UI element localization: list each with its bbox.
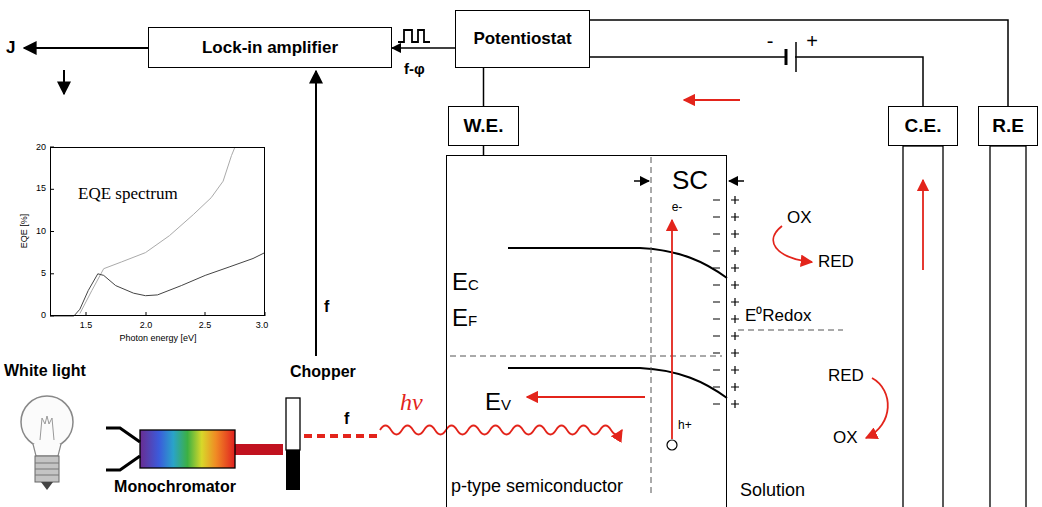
part-label: Chopper: [290, 363, 356, 381]
signal-name: J: [6, 38, 15, 58]
hole-arrow: [527, 396, 645, 398]
monochromator-inlet: [106, 428, 140, 470]
axis-title: Photon energy [eV]: [119, 333, 196, 343]
tick-label: 15: [36, 183, 46, 193]
species-label: RED: [818, 252, 854, 272]
electrode-terminal: R.E: [978, 106, 1038, 146]
battery-symbol: [785, 49, 788, 65]
fermi-level: [450, 356, 722, 357]
frequency-label: f: [324, 298, 329, 316]
level-label: EF: [452, 304, 477, 332]
light-bulb: [40, 416, 54, 440]
electrode-terminal: C.E.: [888, 106, 958, 146]
tick-label: 1.5: [80, 320, 93, 330]
edge-label: f-φ: [404, 60, 425, 77]
chart-frame: EQE spectrum: [50, 147, 265, 316]
level-label: EC: [452, 268, 479, 296]
width-arrow: [729, 180, 744, 182]
eqe-curve: [80, 147, 235, 314]
tick-label: 0: [41, 310, 46, 320]
reduction-arrow: [773, 226, 812, 262]
wire: [483, 146, 485, 155]
light-bulb: [41, 482, 53, 490]
negative-charges: [713, 200, 720, 404]
monochromator: [140, 430, 235, 468]
species-label: OX: [833, 428, 858, 448]
node-text: R.E: [992, 115, 1024, 137]
light-bulb: [21, 396, 73, 448]
positive-charges: [731, 196, 739, 408]
conduction-band: [508, 248, 727, 278]
valence-band: [508, 368, 727, 398]
polarity-sign: -: [767, 30, 774, 53]
eqe-chart: [50, 147, 265, 316]
axis-title: EQE [%]: [19, 214, 29, 249]
output-arrow: [24, 47, 148, 49]
carrier-label: e-: [672, 200, 683, 214]
photon-wave: [380, 426, 622, 435]
light-bulb: [35, 456, 59, 482]
tick-label: 2.0: [140, 320, 153, 330]
species-label: RED: [828, 366, 864, 386]
carrier-label: h+: [678, 418, 692, 432]
polarity-sign: +: [806, 30, 818, 53]
eqe-curve: [50, 253, 265, 316]
part-label: Monochromator: [114, 478, 236, 496]
battery-symbol: [795, 42, 797, 72]
node-text: Potentiostat: [473, 29, 571, 49]
region-label: Solution: [740, 480, 805, 501]
redox-level: [738, 330, 843, 331]
instrument-box: Lock-in amplifier: [148, 27, 392, 68]
light-beam: [235, 444, 283, 455]
wire: [590, 20, 1008, 106]
counter-electrode: [903, 146, 943, 507]
battery-symbol: [786, 42, 796, 72]
oxidation-arrow: [866, 378, 888, 438]
battery-symbol: [787, 50, 795, 64]
node-text: p-type semiconductor: [451, 476, 623, 497]
light-bulb: [21, 396, 73, 490]
tick-label: 20: [36, 142, 46, 152]
current-arrow: [922, 180, 924, 270]
semiconductor-region: p-type semiconductor: [446, 155, 727, 507]
frequency-label: f: [344, 410, 349, 428]
node-text: W.E.: [463, 115, 503, 137]
level-label: E⁰Redox: [745, 303, 811, 326]
tick-label: 3.0: [256, 320, 269, 330]
axis-tick: [50, 147, 265, 316]
width-arrow: [634, 180, 649, 182]
electrode-terminal: W.E.: [448, 106, 519, 146]
pulse-symbol: [398, 30, 430, 42]
wire: [392, 47, 455, 49]
chopper-blade: [286, 398, 300, 450]
node-text: EQE spectrum: [78, 184, 178, 204]
down-arrow: [63, 70, 65, 94]
level-label: EV: [485, 388, 511, 416]
region-label: SC: [672, 165, 708, 196]
photon-label: hν: [400, 390, 423, 414]
depletion-boundary: [651, 157, 652, 497]
node-text: Lock-in amplifier: [202, 38, 338, 58]
species-label: OX: [787, 208, 812, 228]
tick-label: 2.5: [199, 320, 212, 330]
reference-electrode: [990, 146, 1026, 507]
tick-label: 5: [41, 268, 46, 278]
node-text: C.E.: [905, 115, 942, 137]
excitation-arrow: [671, 220, 673, 439]
chopped-beam: [304, 434, 378, 438]
hole: [667, 440, 677, 450]
wire: [590, 57, 923, 106]
light-bulb: [33, 444, 61, 456]
instrument-box: Potentiostat: [455, 10, 590, 68]
light-bulb: [35, 463, 59, 475]
reference-arrow: [315, 71, 317, 356]
chopper-blade: [286, 450, 300, 490]
part-label: White light: [4, 362, 86, 380]
tick-label: 10: [36, 226, 46, 236]
wire: [483, 68, 485, 106]
current-arrow: [684, 99, 740, 101]
